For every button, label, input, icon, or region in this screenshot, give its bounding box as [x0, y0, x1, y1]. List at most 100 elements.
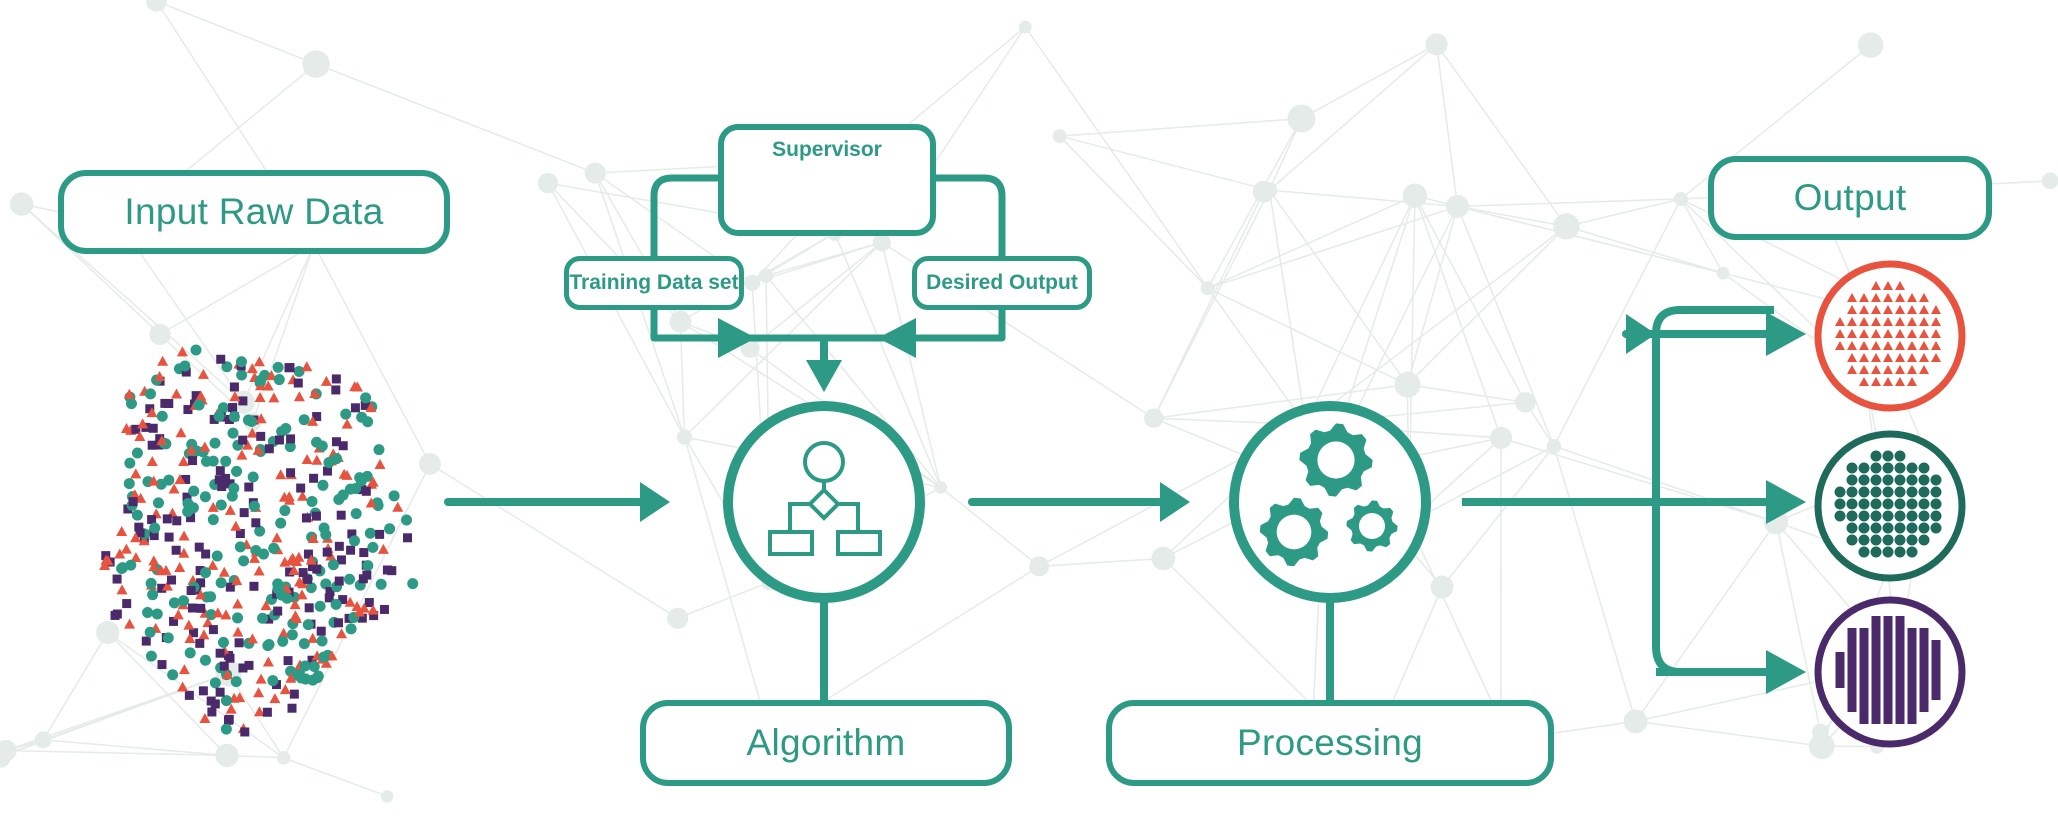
- data-point-square: [251, 518, 261, 528]
- data-point-square: [375, 529, 385, 539]
- data-point-circle: [238, 555, 250, 567]
- class-square: [1883, 676, 1893, 688]
- class-triangle: [1847, 293, 1857, 302]
- data-point-triangle: [377, 543, 389, 554]
- data-point-square: [325, 586, 335, 596]
- data-point-circle: [312, 670, 324, 682]
- data-point-triangle: [341, 418, 353, 429]
- output-class-circles: [1814, 430, 1966, 582]
- class-triangle: [1931, 353, 1941, 362]
- network-line: [1408, 445, 1555, 524]
- class-triangle: [1883, 281, 1893, 290]
- data-point-triangle: [134, 431, 146, 442]
- data-point-circle: [145, 650, 157, 662]
- data-point-triangle: [365, 401, 377, 412]
- flowchart-branches: [788, 502, 860, 532]
- data-point-triangle: [307, 632, 319, 643]
- desired-arrow-head: [878, 318, 916, 358]
- data-point-circle: [407, 578, 419, 590]
- data-point-square: [304, 603, 314, 613]
- data-point-circle: [201, 591, 213, 603]
- data-point-triangle: [116, 584, 128, 595]
- network-line: [1566, 225, 1724, 274]
- data-point-circle: [273, 374, 285, 386]
- data-point-circle: [236, 369, 248, 381]
- data-point-triangle: [195, 589, 207, 600]
- data-point-triangle: [242, 439, 254, 450]
- data-point-circle: [184, 647, 196, 659]
- data-point-square: [157, 583, 167, 593]
- data-point-square: [336, 555, 346, 565]
- data-point-square: [331, 374, 341, 384]
- class-triangle: [1883, 353, 1893, 362]
- class-circle: [1858, 462, 1870, 474]
- data-point-circle: [318, 651, 330, 663]
- data-point-triangle: [374, 458, 386, 469]
- data-point-square: [208, 625, 218, 635]
- data-point-circle: [147, 589, 159, 601]
- class-square: [1883, 640, 1893, 652]
- data-point-circle: [193, 399, 205, 411]
- data-point-circle: [156, 410, 168, 422]
- data-point-triangle: [148, 555, 160, 566]
- network-line: [107, 631, 285, 759]
- class-circle: [1894, 534, 1906, 546]
- data-point-circle: [343, 573, 355, 585]
- class-square: [1907, 700, 1917, 712]
- class-circle: [1870, 522, 1882, 534]
- network-line: [6, 749, 228, 757]
- data-point-circle: [215, 577, 227, 589]
- data-point-circle: [215, 499, 227, 511]
- data-point-square: [215, 648, 225, 658]
- data-point-triangle: [285, 672, 297, 683]
- network-node: [1546, 438, 1562, 454]
- data-point-square: [238, 396, 248, 406]
- data-point-circle: [293, 365, 305, 377]
- network-node: [758, 268, 774, 283]
- data-point-circle: [305, 582, 317, 594]
- class-triangle: [1907, 305, 1917, 314]
- data-point-circle: [298, 638, 310, 650]
- class-square: [1871, 700, 1881, 712]
- data-point-circle: [220, 723, 232, 735]
- data-point-square: [364, 598, 374, 608]
- data-point-triangle: [146, 407, 158, 418]
- data-point-square: [362, 570, 372, 580]
- data-point-triangle: [289, 610, 301, 621]
- data-point-circle: [220, 455, 232, 467]
- algorithm-label: Algorithm: [640, 700, 1012, 786]
- class-circle: [1882, 486, 1894, 498]
- data-point-square: [225, 582, 235, 592]
- class-circle: [1858, 534, 1870, 546]
- class-triangle: [1871, 329, 1881, 338]
- data-point-triangle: [336, 628, 348, 639]
- class-triangle: [1835, 317, 1845, 326]
- data-point-triangle: [253, 706, 265, 717]
- network-line: [315, 63, 596, 174]
- data-point-square: [215, 466, 225, 476]
- data-point-triangle: [275, 469, 287, 480]
- network-line: [120, 224, 245, 403]
- data-point-circle: [142, 607, 154, 619]
- data-point-square: [228, 403, 238, 413]
- output-dummy: [1622, 314, 1660, 354]
- class-circle: [1858, 498, 1870, 510]
- data-point-square: [183, 405, 193, 415]
- data-point-triangle: [234, 692, 246, 703]
- class-circle: [1918, 486, 1930, 498]
- data-point-triangle: [199, 713, 211, 724]
- class-square: [1883, 664, 1893, 676]
- class-square: [1919, 652, 1929, 664]
- data-point-square: [244, 482, 254, 492]
- network-node: [1402, 183, 1428, 208]
- class-square: [1847, 640, 1857, 652]
- data-point-circle: [213, 410, 225, 422]
- data-point-triangle: [160, 564, 172, 575]
- network-line: [1301, 43, 1437, 120]
- loop-line-right-top: [936, 174, 1006, 256]
- data-point-circle: [167, 669, 179, 681]
- data-point-triangle: [255, 413, 267, 424]
- class-circle: [1882, 474, 1894, 486]
- network-node: [215, 743, 239, 768]
- network-node: [380, 790, 394, 803]
